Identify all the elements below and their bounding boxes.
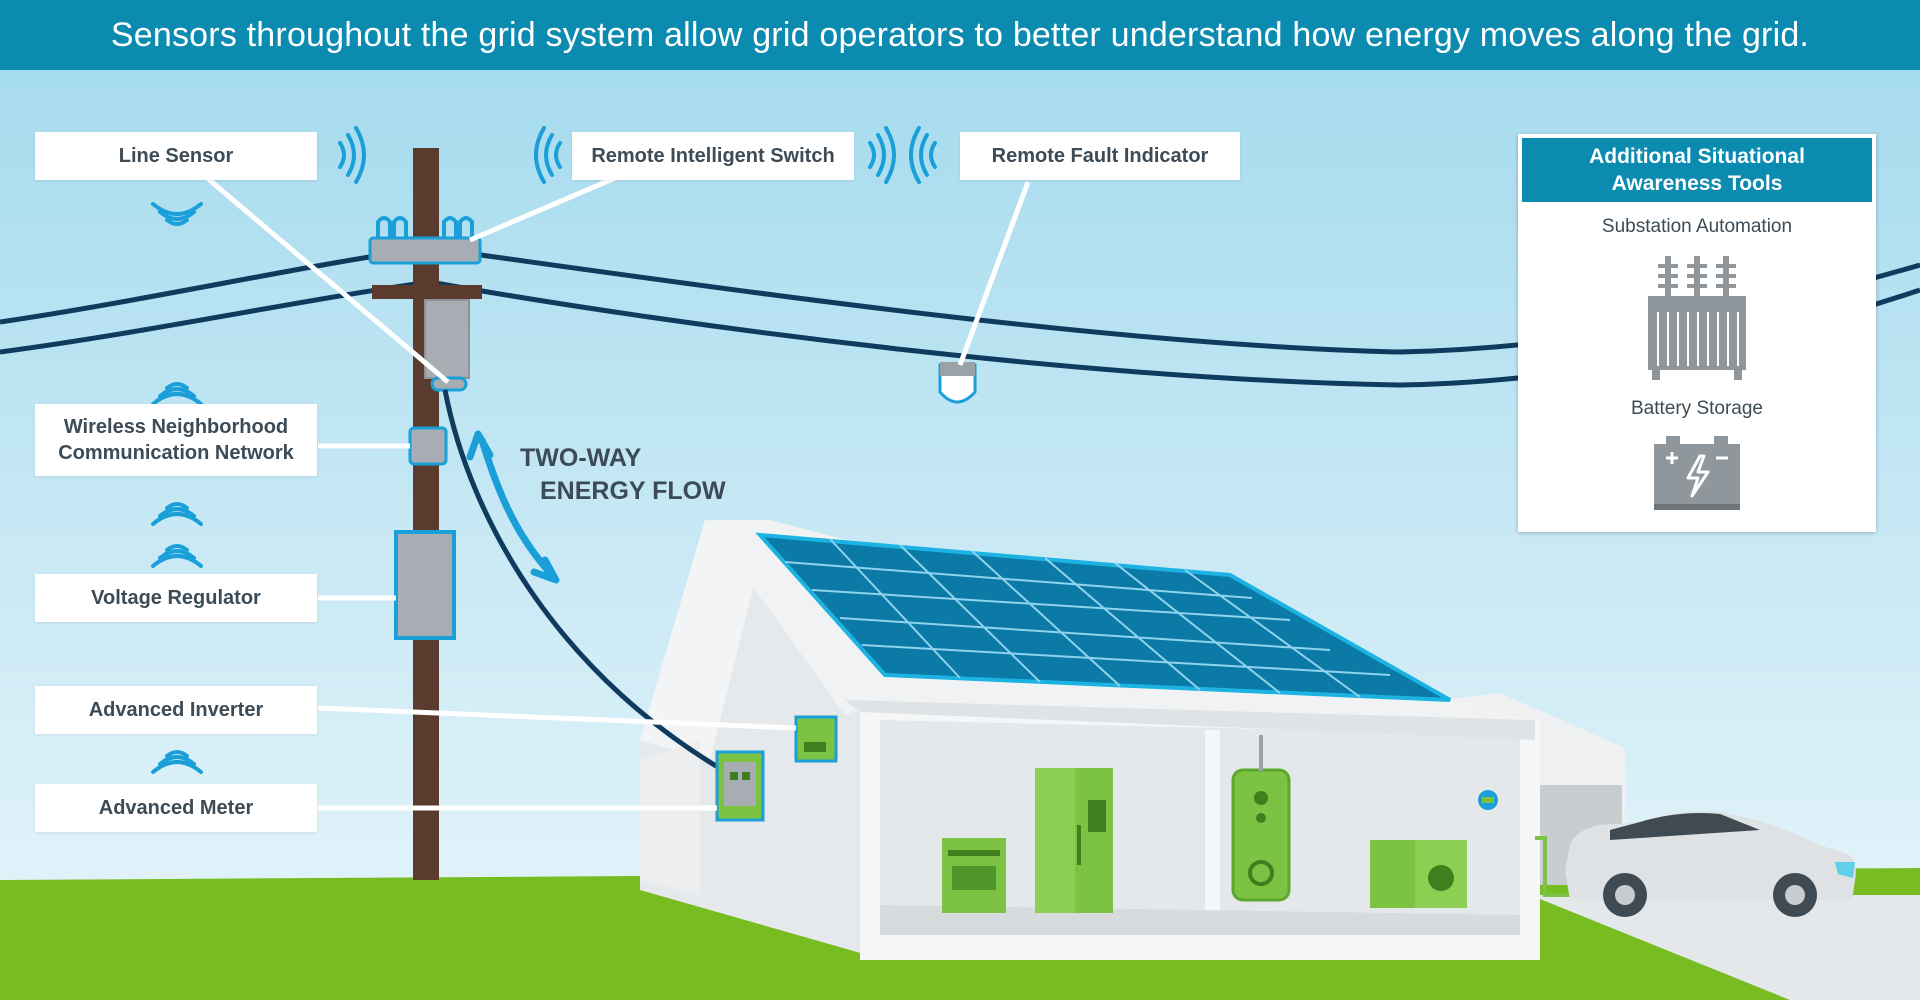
house	[640, 520, 1590, 960]
wifi-signal-icon	[151, 126, 937, 774]
label-wireless-line2: Communication Network	[58, 442, 294, 464]
inverter-box	[794, 715, 838, 763]
situational-awareness-panel: Additional Situational Awareness Tools S…	[1518, 134, 1876, 532]
appliances	[942, 735, 1590, 913]
label-line-sensor: Line Sensor	[35, 132, 317, 180]
label-advanced-meter: Advanced Meter	[35, 784, 317, 832]
substation-automation-label: Substation Automation	[1601, 216, 1793, 237]
label-wireless-neighborhood-network: Wireless Neighborhood Communication Netw…	[35, 404, 317, 476]
pointer-lines	[198, 170, 1031, 811]
energy-flow-label: TWO-WAY ENERGY FLOW	[520, 442, 726, 508]
headline: Sensors throughout the grid system allow…	[0, 0, 1920, 70]
panel-title-line2: Awareness Tools	[1611, 172, 1783, 195]
fault-indicator	[938, 362, 977, 404]
panel-header: Additional Situational Awareness Tools	[1522, 138, 1872, 202]
service-line	[442, 389, 742, 783]
label-voltage-regulator: Voltage Regulator	[35, 574, 317, 622]
energy-flow-line1: TWO-WAY	[520, 444, 642, 472]
utility-pole	[368, 148, 482, 880]
battery-storage-label: Battery Storage	[1630, 398, 1764, 419]
energy-flow-line2: ENERGY FLOW	[540, 477, 726, 505]
label-remote-fault-indicator: Remote Fault Indicator	[960, 132, 1240, 180]
battery-icon	[1654, 436, 1740, 510]
solar-panel-icon	[755, 532, 1451, 702]
label-wireless-line1: Wireless Neighborhood	[63, 416, 289, 438]
two-way-arrow-icon	[466, 430, 560, 584]
label-remote-intelligent-switch: Remote Intelligent Switch	[572, 132, 854, 180]
label-advanced-inverter: Advanced Inverter	[35, 686, 317, 734]
transformer-icon	[1648, 256, 1746, 380]
meter-box	[715, 750, 765, 822]
driveway	[1530, 895, 1920, 1000]
electric-car-icon	[1565, 811, 1856, 917]
panel-title-line1: Additional Situational	[1589, 145, 1805, 168]
